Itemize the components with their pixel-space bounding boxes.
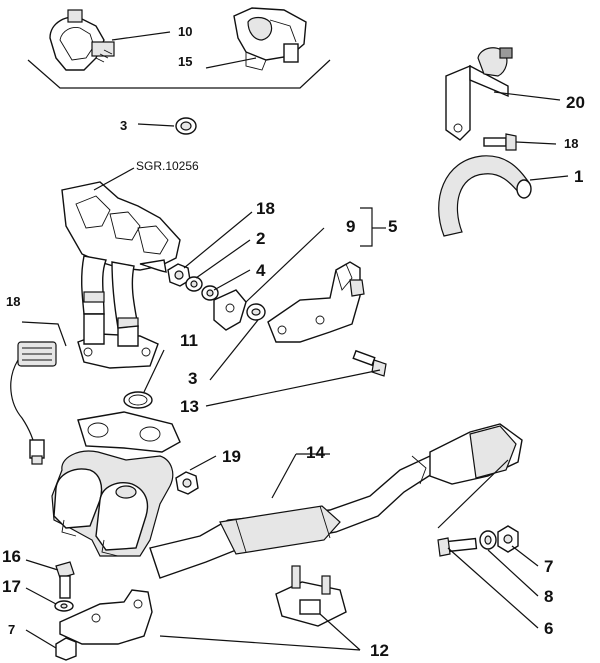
rubber-mount-12 bbox=[159, 565, 361, 651]
label-14: 14 bbox=[306, 443, 325, 462]
label-18-nut: 18 bbox=[256, 199, 275, 218]
small-bracket bbox=[213, 289, 247, 331]
washer-3-middle bbox=[246, 303, 266, 321]
nut-washer-stack bbox=[167, 211, 253, 301]
label-7-left: 7 bbox=[8, 622, 15, 637]
hardware-left bbox=[25, 559, 153, 661]
label-11: 11 bbox=[180, 331, 198, 350]
label-10: 10 bbox=[178, 24, 192, 39]
gasket-11 bbox=[123, 349, 165, 409]
label-3-top: 3 bbox=[120, 118, 127, 133]
label-16: 16 bbox=[2, 547, 21, 566]
exhaust-manifold bbox=[61, 167, 181, 369]
support-bracket-5 bbox=[267, 261, 365, 343]
washer-3-top bbox=[137, 117, 197, 135]
clamp-part-10 bbox=[49, 9, 115, 71]
label-5: 5 bbox=[388, 217, 397, 236]
label-12: 12 bbox=[370, 641, 389, 660]
label-8: 8 bbox=[544, 587, 553, 606]
reference-code: SGR.10256 bbox=[136, 159, 199, 173]
bracket-20-assembly bbox=[445, 47, 561, 141]
label-17: 17 bbox=[2, 577, 21, 596]
label-6: 6 bbox=[544, 619, 553, 638]
label-3-middle: 3 bbox=[188, 369, 197, 388]
nut-19 bbox=[175, 455, 217, 495]
label-18-top-right: 18 bbox=[564, 136, 578, 151]
label-15: 15 bbox=[178, 54, 192, 69]
label-2: 2 bbox=[256, 229, 265, 248]
label-7-right: 7 bbox=[544, 557, 553, 576]
label-13: 13 bbox=[180, 397, 199, 416]
hose-1 bbox=[438, 155, 569, 237]
clamp-part-15 bbox=[233, 7, 307, 71]
lambda-sensor bbox=[10, 321, 67, 465]
label-20: 20 bbox=[566, 93, 585, 112]
label-18-sensor: 18 bbox=[6, 294, 20, 309]
bolt-13 bbox=[352, 349, 387, 377]
label-4: 4 bbox=[256, 261, 266, 280]
label-9: 9 bbox=[346, 217, 355, 236]
catalytic-converter bbox=[51, 411, 181, 557]
clamp-inset bbox=[27, 7, 331, 89]
hardware-right bbox=[437, 459, 539, 629]
label-19: 19 bbox=[222, 447, 241, 466]
label-1: 1 bbox=[574, 167, 583, 186]
bolt-18-top-right bbox=[483, 133, 557, 151]
